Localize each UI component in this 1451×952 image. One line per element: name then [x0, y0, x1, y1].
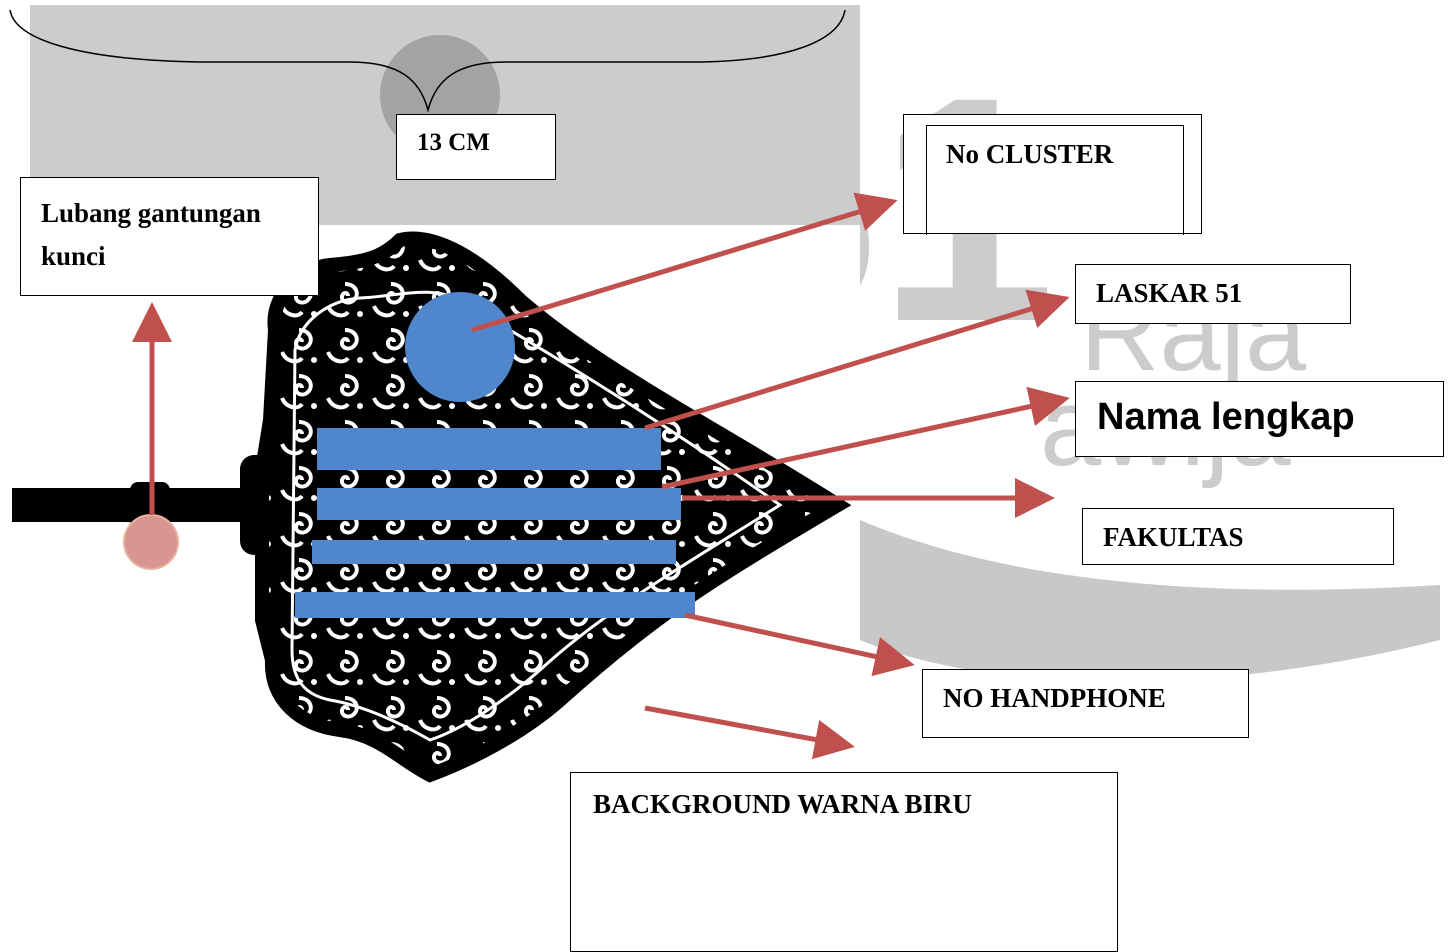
cluster-label: No CLUSTER: [946, 139, 1114, 169]
phone-label: NO HANDPHONE: [943, 683, 1166, 713]
watermark-swoosh: [860, 520, 1440, 682]
arrow-cluster: [471, 192, 898, 333]
full-name-label-box: Nama lengkap: [1075, 381, 1444, 457]
key-hole-label: Lubang gantungan kunci: [41, 198, 261, 271]
arrow-phone: [684, 612, 915, 677]
blue-stripes: [295, 428, 695, 618]
laskar-label-box: LASKAR 51: [1075, 264, 1351, 324]
faculty-label: FAKULTAS: [1103, 522, 1244, 552]
faculty-label-box: FAKULTAS: [1082, 508, 1394, 565]
arrow-name: [661, 386, 1070, 490]
arrows: [132, 192, 1070, 760]
size-label-box: 13 CM: [396, 114, 556, 180]
cluster-inner-frame: [926, 125, 1184, 235]
key-hole-marker: [123, 514, 179, 570]
size-label: 13 CM: [417, 129, 490, 156]
arrow-background: [644, 705, 855, 760]
stripe-name: [317, 488, 681, 520]
stripe-faculty: [312, 540, 676, 564]
cluster-label-box: No CLUSTER: [903, 114, 1202, 235]
stripe-phone: [295, 592, 695, 618]
laskar-label: LASKAR 51: [1096, 278, 1243, 308]
full-name-label: Nama lengkap: [1097, 396, 1355, 438]
cluster-circle: [405, 292, 515, 402]
key-hole-label-box: Lubang gantungan kunci: [20, 177, 319, 296]
background-label: BACKGROUND WARNA BIRU: [593, 789, 973, 819]
stripe-laskar: [317, 428, 661, 470]
phone-label-box: NO HANDPHONE: [922, 669, 1249, 738]
size-brace: [9, 9, 846, 113]
arrow-laskar: [644, 289, 1070, 431]
background-label-box: BACKGROUND WARNA BIRU: [570, 772, 1118, 952]
gunungan-inner-outline: [290, 290, 783, 742]
